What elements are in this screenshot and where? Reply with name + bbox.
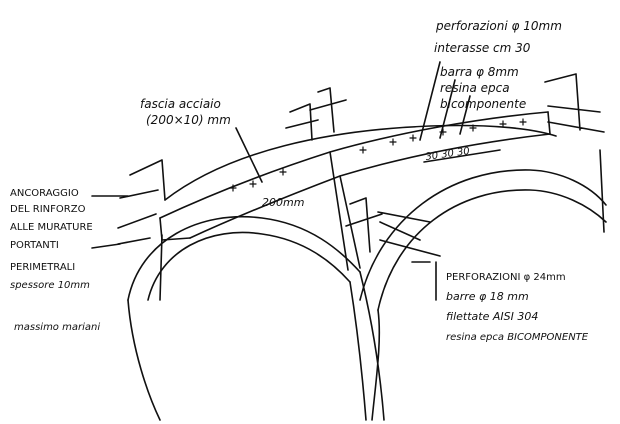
steel-band-end-right: [547, 111, 551, 135]
arch-left-outer: [127, 216, 361, 301]
label-top-right: perforazioni φ 10mm interasse cm 30 barr…: [434, 19, 562, 111]
vault-groin-mid: [349, 281, 367, 421]
anchor-left-2: [117, 213, 157, 245]
label-steel-band-line2: (200×10) mm: [146, 113, 231, 127]
spacing-dim: [423, 149, 501, 163]
vault-groin-right: [371, 309, 381, 421]
label-steel-band: fascia acciaio (200×10) mm: [140, 97, 231, 127]
label-steel-band-line1: fascia acciaio: [140, 97, 221, 111]
label-top-right-line2: interasse cm 30: [434, 41, 531, 55]
label-top-right-line1: perforazioni φ 10mm: [435, 19, 562, 33]
signature: massimo mariani: [14, 322, 100, 333]
label-bottom-right-line1: PERFORAZIONI φ 24mm: [446, 272, 566, 283]
label-top-right-line3: barra φ 8mm: [440, 65, 519, 79]
label-left-line1: ANCORAGGIO: [10, 188, 79, 199]
label-left-line6: spessore 10mm: [10, 280, 90, 291]
leader-top-right: [419, 61, 471, 141]
steel-band-bottom: [189, 133, 551, 239]
vault-back-curve: [164, 124, 557, 201]
arch-left-inner: [147, 231, 351, 301]
label-left-line2: DEL RINFORZO: [10, 204, 86, 215]
arch-right-outer: [359, 169, 607, 301]
steel-band-end-left: [159, 217, 191, 241]
vault-line-left: [159, 234, 163, 301]
label-band-width: 200mm: [262, 196, 304, 209]
label-top-right-line4: resina epca: [440, 81, 510, 95]
vault-groin-mid2: [359, 271, 385, 421]
leader-bottom-right: [411, 261, 437, 301]
steel-band-drop: [329, 151, 361, 271]
label-bottom-right-line4: resina epca BICOMPONENTE: [446, 332, 589, 343]
anchor-mid-3: [345, 197, 383, 253]
label-bottom-right-line3: filettate AISI 304: [446, 310, 538, 323]
label-left-line4: PORTANTI: [10, 240, 59, 251]
label-left-line5: PERIMETRALI: [10, 262, 75, 273]
vault-groin-left: [127, 299, 161, 421]
label-top-right-line5: bicomponente: [440, 97, 526, 111]
label-spacing: 30 30 30: [425, 146, 471, 163]
anchor-mid-2: [309, 87, 347, 133]
anchor-mid-1: [285, 103, 319, 141]
leader-left-2: [91, 243, 121, 249]
label-bottom-right: PERFORAZIONI φ 24mm barre φ 18 mm filett…: [446, 272, 589, 343]
anchor-left-1: [119, 159, 166, 201]
leader-steel-band: [235, 127, 263, 183]
label-left: ANCORAGGIO DEL RINFORZO ALLE MURATURE PO…: [10, 188, 93, 291]
bolt-marks: [229, 118, 527, 192]
label-left-line3: ALLE MURATURE: [10, 222, 93, 233]
anchor-right-2: [377, 211, 441, 257]
anchor-right-1: [544, 73, 605, 133]
label-bottom-right-line2: barre φ 18 mm: [446, 290, 529, 303]
arch-right-inner: [377, 189, 607, 311]
vault-line-right: [599, 149, 605, 233]
